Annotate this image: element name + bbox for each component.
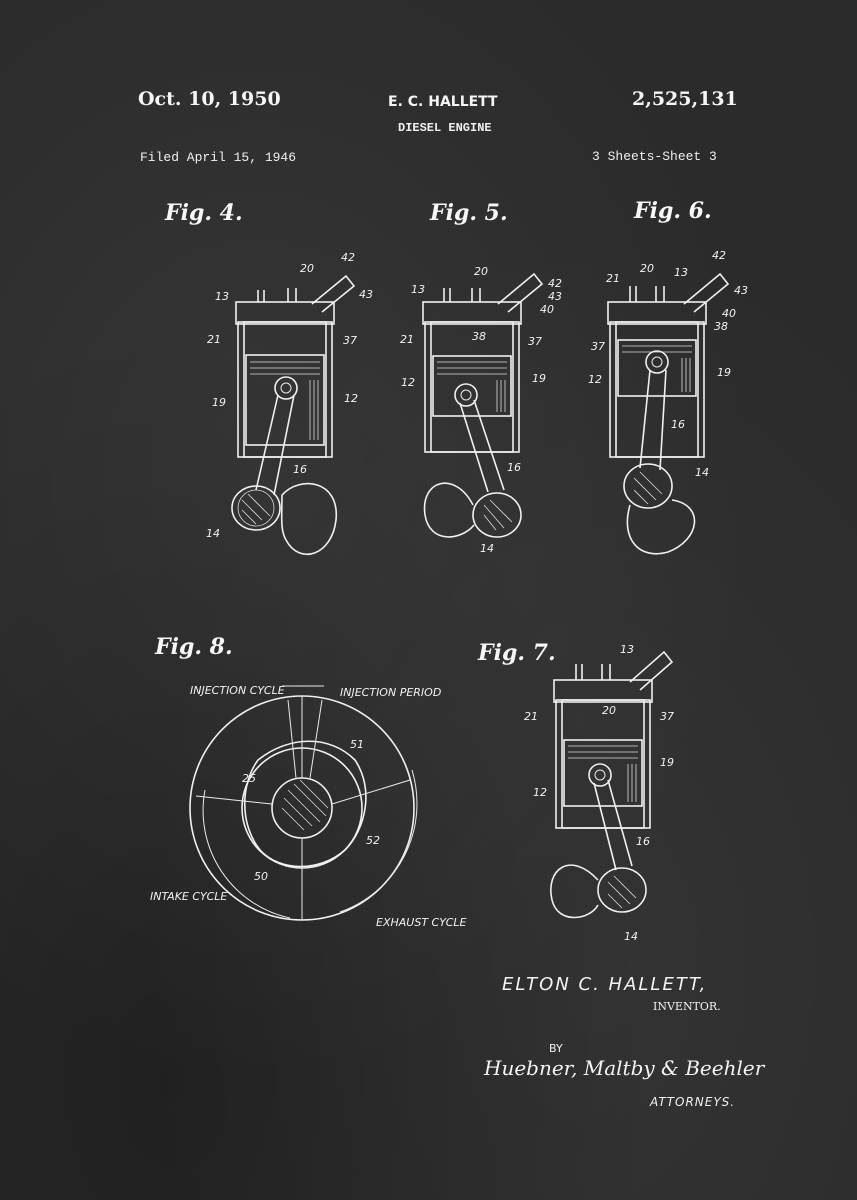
svg-text:37: 37: [343, 334, 357, 347]
inventor-role: INVENTOR.: [653, 1000, 721, 1013]
injection-period-label: INJECTION PERIOD: [340, 686, 441, 699]
sheet-count: 3 Sheets-Sheet 3: [592, 149, 717, 164]
inventor-header: E. C. HALLETT: [388, 94, 498, 110]
svg-text:19: 19: [660, 756, 674, 769]
svg-text:43: 43: [548, 290, 562, 303]
svg-text:14: 14: [695, 466, 709, 479]
svg-text:43: 43: [734, 284, 748, 297]
svg-text:13: 13: [215, 290, 229, 303]
patent-number: 2,525,131: [632, 88, 738, 110]
attorneys-signature: Huebner, Maltby & Beehler: [484, 1056, 765, 1080]
svg-text:20: 20: [602, 704, 616, 717]
fig8-label: Fig. 8.: [155, 634, 233, 660]
attorneys-role: ATTORNEYS.: [650, 1095, 736, 1109]
svg-text:16: 16: [671, 418, 685, 431]
svg-text:12: 12: [401, 376, 415, 389]
svg-text:19: 19: [532, 372, 546, 385]
svg-text:20: 20: [640, 262, 654, 275]
svg-text:14: 14: [206, 527, 220, 540]
exhaust-cycle-label: EXHAUST CYCLE: [376, 916, 467, 929]
svg-text:13: 13: [674, 266, 688, 279]
fig5-label: Fig. 5.: [430, 200, 508, 226]
svg-text:16: 16: [293, 463, 307, 476]
svg-text:20: 20: [300, 262, 314, 275]
svg-text:13: 13: [620, 643, 634, 656]
svg-text:12: 12: [344, 392, 358, 405]
svg-text:37: 37: [660, 710, 674, 723]
fig6-label: Fig. 6.: [634, 198, 712, 224]
by-label: BY: [549, 1042, 563, 1055]
svg-text:19: 19: [717, 366, 731, 379]
svg-text:42: 42: [548, 277, 562, 290]
svg-text:38: 38: [472, 330, 486, 343]
fig7-label: Fig. 7.: [478, 640, 556, 666]
svg-text:25: 25: [242, 772, 256, 785]
svg-text:21: 21: [524, 710, 538, 723]
svg-text:20: 20: [474, 265, 488, 278]
fig4-label: Fig. 4.: [165, 200, 243, 226]
svg-text:37: 37: [528, 335, 542, 348]
svg-text:42: 42: [712, 249, 726, 262]
svg-text:21: 21: [400, 333, 414, 346]
filed-date: Filed April 15, 1946: [140, 150, 297, 165]
svg-text:50: 50: [254, 870, 268, 883]
svg-text:12: 12: [533, 786, 547, 799]
svg-text:37: 37: [591, 340, 605, 353]
svg-text:21: 21: [207, 333, 221, 346]
inventor-full-name: ELTON C. HALLETT,: [502, 974, 708, 995]
svg-text:21: 21: [606, 272, 620, 285]
svg-text:51: 51: [350, 738, 364, 751]
svg-text:40: 40: [540, 303, 554, 316]
svg-text:19: 19: [212, 396, 226, 409]
svg-text:14: 14: [624, 930, 638, 943]
svg-text:40: 40: [722, 307, 736, 320]
svg-text:16: 16: [507, 461, 521, 474]
intake-cycle-label: INTAKE CYCLE: [150, 890, 227, 903]
svg-text:43: 43: [359, 288, 373, 301]
injection-cycle-label: INJECTION CYCLE: [190, 684, 285, 697]
svg-text:52: 52: [366, 834, 380, 847]
svg-text:14: 14: [480, 542, 494, 555]
svg-text:16: 16: [636, 835, 650, 848]
svg-text:12: 12: [588, 373, 602, 386]
patent-title: DIESEL ENGINE: [398, 121, 492, 135]
patent-date: Oct. 10, 1950: [138, 88, 281, 110]
svg-text:13: 13: [411, 283, 425, 296]
svg-text:38: 38: [714, 320, 728, 333]
svg-text:42: 42: [341, 251, 355, 264]
